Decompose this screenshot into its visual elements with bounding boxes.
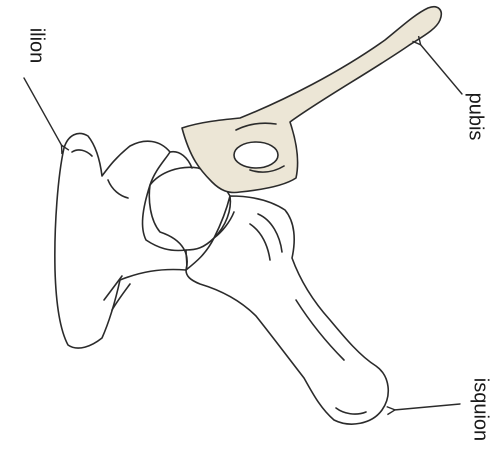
pubis-bone <box>182 7 441 193</box>
ilion-bone <box>55 133 187 348</box>
isquion-arrow <box>394 404 460 410</box>
obturator-foramen <box>234 142 278 168</box>
isquion-bone <box>186 196 388 424</box>
label-ilion: ilion <box>25 16 48 76</box>
pubis-arrow <box>420 44 462 94</box>
ilion-arrow <box>24 78 62 146</box>
label-pubis: pubis <box>464 87 487 147</box>
label-isquion: isquion <box>469 370 492 450</box>
